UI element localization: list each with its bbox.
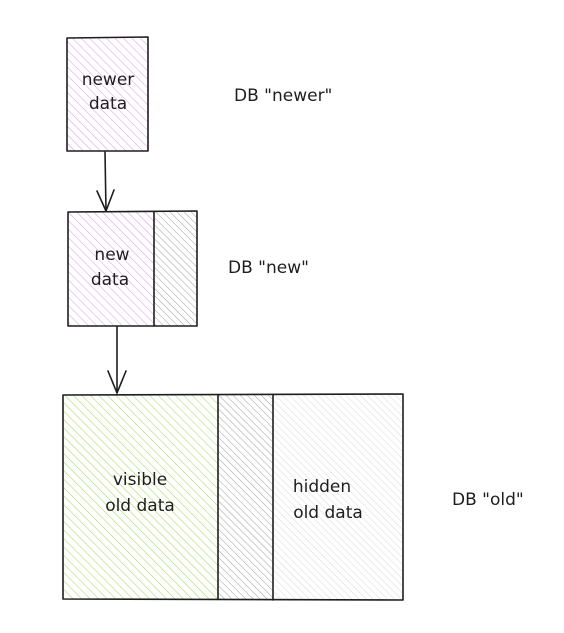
new-data-label-line1: new [94, 245, 129, 265]
visible-old-data-label-line1: visible [113, 470, 167, 490]
newer-data-block: newer data [66, 36, 149, 152]
db-new-label: DB "new" [228, 258, 309, 278]
db-newer-label: DB "newer" [234, 86, 332, 106]
newer-data-label-line2: data [89, 94, 127, 114]
new-data-block: new data [67, 210, 198, 327]
db-old-label: DB "old" [452, 490, 524, 510]
hidden-old-data-label-line1: hidden [293, 477, 351, 497]
new-data-label-line2: data [91, 270, 129, 290]
hidden-old-data-label-line2: old data [293, 503, 363, 523]
arrow-new-to-old [107, 326, 127, 394]
visible-old-data-label-line2: old data [105, 496, 175, 516]
old-data-block: visible old data hidden old data [62, 393, 404, 601]
arrow-newer-to-new [96, 151, 115, 212]
newer-data-label-line1: newer [82, 70, 135, 90]
